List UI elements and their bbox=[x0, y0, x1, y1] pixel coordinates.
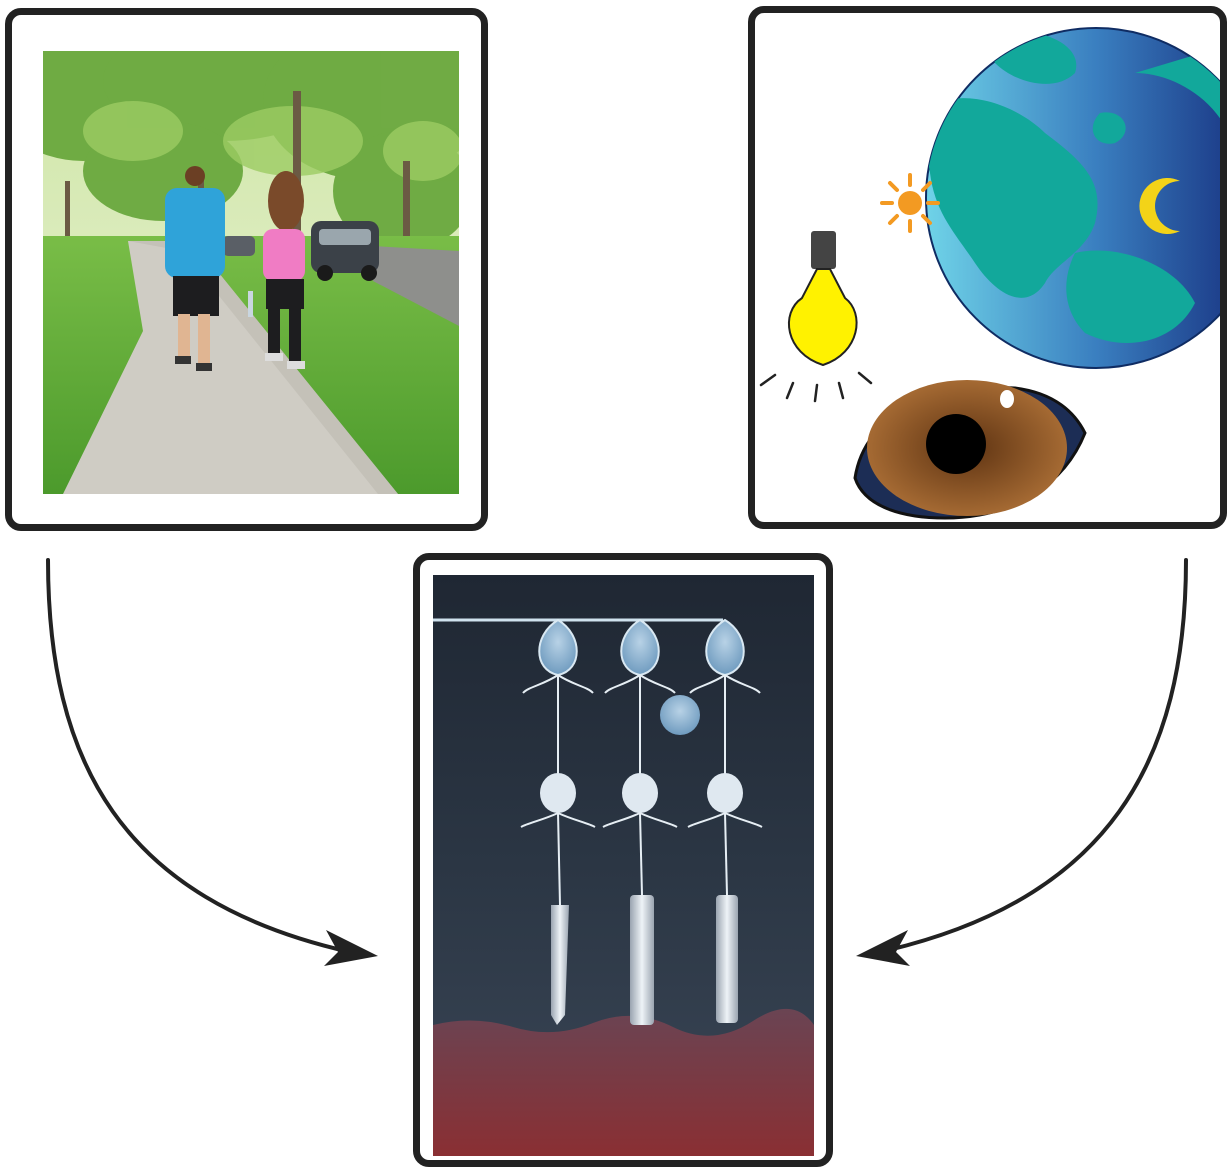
retina-panel bbox=[413, 553, 833, 1167]
light-sources-illustration bbox=[755, 13, 1220, 522]
left-arrowhead bbox=[324, 930, 378, 966]
right-connector-arrow bbox=[880, 560, 1186, 952]
retina-illustration bbox=[433, 575, 814, 1156]
light-bulb-icon bbox=[761, 231, 871, 401]
earth-icon bbox=[920, 28, 1220, 368]
sun-icon bbox=[882, 175, 938, 231]
eye-icon bbox=[855, 380, 1085, 518]
walking-photo-panel bbox=[5, 8, 488, 531]
right-arrowhead bbox=[856, 930, 910, 966]
left-connector-arrow bbox=[48, 560, 350, 952]
walking-photo bbox=[43, 51, 459, 494]
light-sources-panel bbox=[748, 6, 1227, 529]
